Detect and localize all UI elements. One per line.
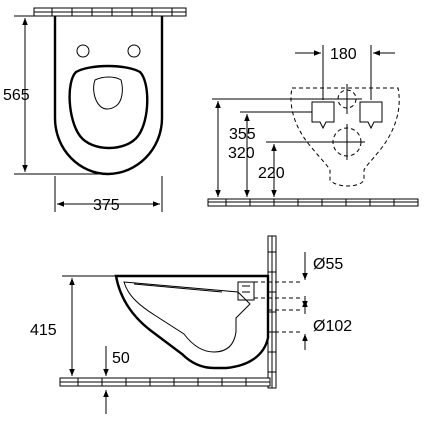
seat-opening — [68, 64, 149, 150]
floor-hatch — [207, 198, 419, 207]
top-height-label: 565 — [3, 87, 30, 104]
bowl-inner-profile — [123, 281, 251, 353]
side-offset-label: 50 — [112, 350, 130, 367]
fixing-hole-left — [76, 44, 90, 58]
rear-view: 180 355 320 220 — [207, 45, 419, 207]
pipe-bottom-label: Ø102 — [313, 318, 352, 335]
rim-profile — [133, 283, 223, 293]
rear-height-upper-label: 355 — [229, 126, 256, 143]
rear-height-mid-label: 320 — [228, 145, 255, 162]
bowl-profile — [114, 274, 270, 370]
side-height-label: 415 — [30, 322, 57, 339]
top-width-label: 375 — [93, 197, 120, 214]
rear-spacing-label: 180 — [330, 46, 357, 63]
inlet-spud — [237, 281, 255, 301]
bowl-outline — [53, 16, 164, 176]
floor-hatch-side — [59, 377, 271, 387]
pipe-top-label: Ø55 — [313, 256, 343, 273]
top-wall-hatch — [33, 7, 187, 17]
fixing-hole-right — [127, 44, 141, 58]
rear-height-lower-label: 220 — [258, 165, 285, 182]
top-view: 565 375 — [3, 7, 187, 214]
flush-recess — [93, 76, 123, 110]
rear-fixing-right — [359, 101, 383, 130]
rear-fixing-left — [311, 101, 335, 130]
side-view: Ø55 Ø102 415 50 — [30, 235, 352, 414]
rear-outline — [290, 87, 400, 187]
